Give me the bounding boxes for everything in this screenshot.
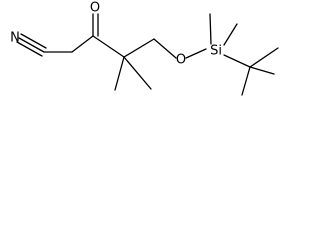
atom-oxygen-keto-label: O — [90, 1, 100, 16]
bond-o-si — [185, 48, 207, 59]
bond-quatc-ch2 — [123, 38, 155, 58]
bond-quatc-methyl-1 — [114, 56, 125, 91]
nitrile-triple-bond — [16, 33, 47, 57]
bond-tbutyl-methyl-2 — [241, 66, 251, 96]
atom-nitrogen-label: N — [10, 31, 20, 46]
molecule-svg: N O O Si — [10, 1, 279, 96]
bond-tbutyl-methyl-1 — [249, 66, 275, 75]
bond-nc-1 — [18, 37, 45, 53]
atom-silicon-label: Si — [210, 44, 222, 59]
bond-si-methyl-1 — [209, 13, 212, 45]
bond-ch2-o — [153, 38, 177, 59]
bond-quatc-methyl-2 — [123, 56, 152, 90]
chemical-structure-diagram: N O O Si — [0, 0, 324, 112]
bond-tbutyl-methyl-3 — [249, 47, 279, 68]
bond-carbonyl-quatc — [92, 35, 125, 58]
bond-ch2-carbonyl — [71, 35, 94, 53]
atom-oxygen-ether-label: O — [176, 53, 186, 68]
bond-si-tbutyl — [223, 54, 251, 68]
bond-si-methyl-2 — [223, 23, 238, 46]
bond-nc-2 — [20, 33, 47, 49]
bond-nc-3 — [16, 41, 43, 57]
carbonyl-double-bond — [92, 13, 99, 37]
